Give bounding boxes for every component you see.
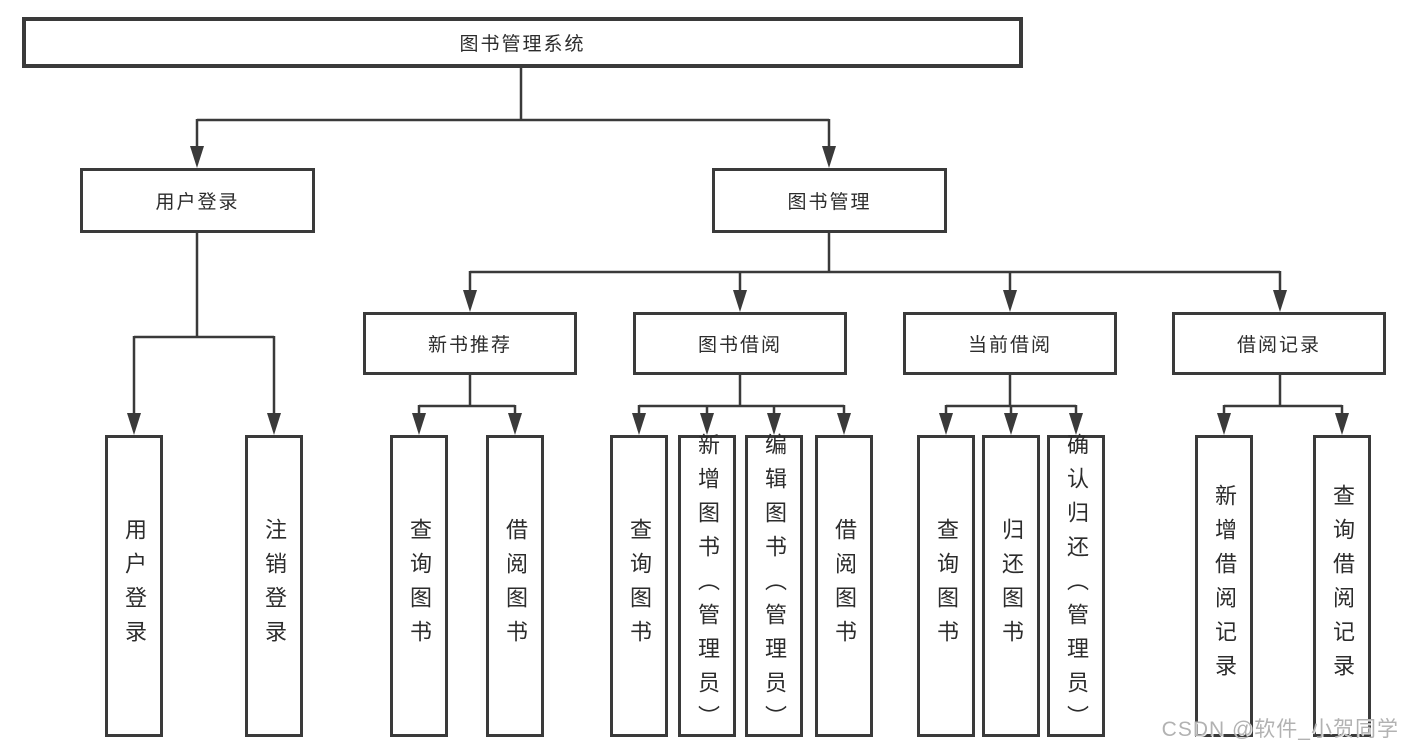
leaf-rec-borrow-books: 借阅图书: [486, 435, 544, 737]
leaf-query-borrow-record-label: 查询借阅记录: [1330, 484, 1355, 688]
connector-user-login-branch: [132, 233, 276, 414]
leaf-rec-borrow-books-label: 借阅图书: [503, 518, 528, 654]
connector-leaf-branches: [417, 375, 1344, 414]
node-new-book-rec: 新书推荐: [363, 312, 577, 375]
node-user-login-label: 用户登录: [155, 192, 240, 213]
leaf-borrow-query-books-label: 查询图书: [627, 518, 652, 654]
node-book-borrow: 图书借阅: [633, 312, 847, 375]
leaf-confirm-return-admin: 确认归还（管理员）: [1047, 433, 1105, 739]
leaf-logout: 注销登录: [245, 435, 303, 737]
connector-root-to-level2: [195, 68, 831, 147]
leaf-borrow-books: 借阅图书: [815, 435, 873, 737]
node-book-mgmt: 图书管理: [712, 168, 947, 233]
leaf-borrow-books-label: 借阅图书: [832, 518, 857, 654]
node-book-mgmt-label: 图书管理: [787, 192, 872, 213]
leaf-user-login-label: 用户登录: [122, 518, 147, 654]
leaf-borrow-query-books: 查询图书: [610, 435, 668, 737]
node-book-borrow-label: 图书借阅: [697, 335, 782, 356]
leaf-add-books-admin-label: 新增图书（管理员）: [695, 433, 720, 739]
leaf-logout-label: 注销登录: [262, 518, 287, 654]
node-root-label: 图书管理系统: [459, 34, 586, 55]
node-borrow-records: 借阅记录: [1172, 312, 1386, 375]
leaf-rec-query-books-label: 查询图书: [407, 518, 432, 654]
leaf-confirm-return-admin-label: 确认归还（管理员）: [1064, 433, 1089, 739]
arrowheads-leaves: [127, 413, 1349, 435]
leaf-edit-books-admin: 编辑图书（管理员）: [745, 433, 803, 739]
node-current-borrow-label: 当前借阅: [967, 335, 1052, 356]
leaf-add-borrow-record-label: 新增借阅记录: [1212, 484, 1237, 688]
node-user-login: 用户登录: [80, 168, 315, 233]
connector-book-mgmt-branch: [468, 233, 1282, 291]
leaf-rec-query-books: 查询图书: [390, 435, 448, 737]
leaf-return-books-label: 归还图书: [999, 518, 1024, 654]
leaf-query-borrow-record: 查询借阅记录: [1313, 435, 1371, 737]
arrowheads-level2: [190, 146, 836, 168]
node-new-book-rec-label: 新书推荐: [427, 335, 512, 356]
leaf-user-login: 用户登录: [105, 435, 163, 737]
leaf-add-borrow-record: 新增借阅记录: [1195, 435, 1253, 737]
arrowheads-level3: [463, 290, 1287, 312]
node-current-borrow: 当前借阅: [903, 312, 1117, 375]
leaf-return-books: 归还图书: [982, 435, 1040, 737]
leaf-edit-books-admin-label: 编辑图书（管理员）: [762, 433, 787, 739]
leaf-add-books-admin: 新增图书（管理员）: [678, 433, 736, 739]
leaf-current-query-books-label: 查询图书: [934, 518, 959, 654]
leaf-current-query-books: 查询图书: [917, 435, 975, 737]
node-borrow-records-label: 借阅记录: [1236, 335, 1321, 356]
node-root: 图书管理系统: [22, 17, 1023, 68]
